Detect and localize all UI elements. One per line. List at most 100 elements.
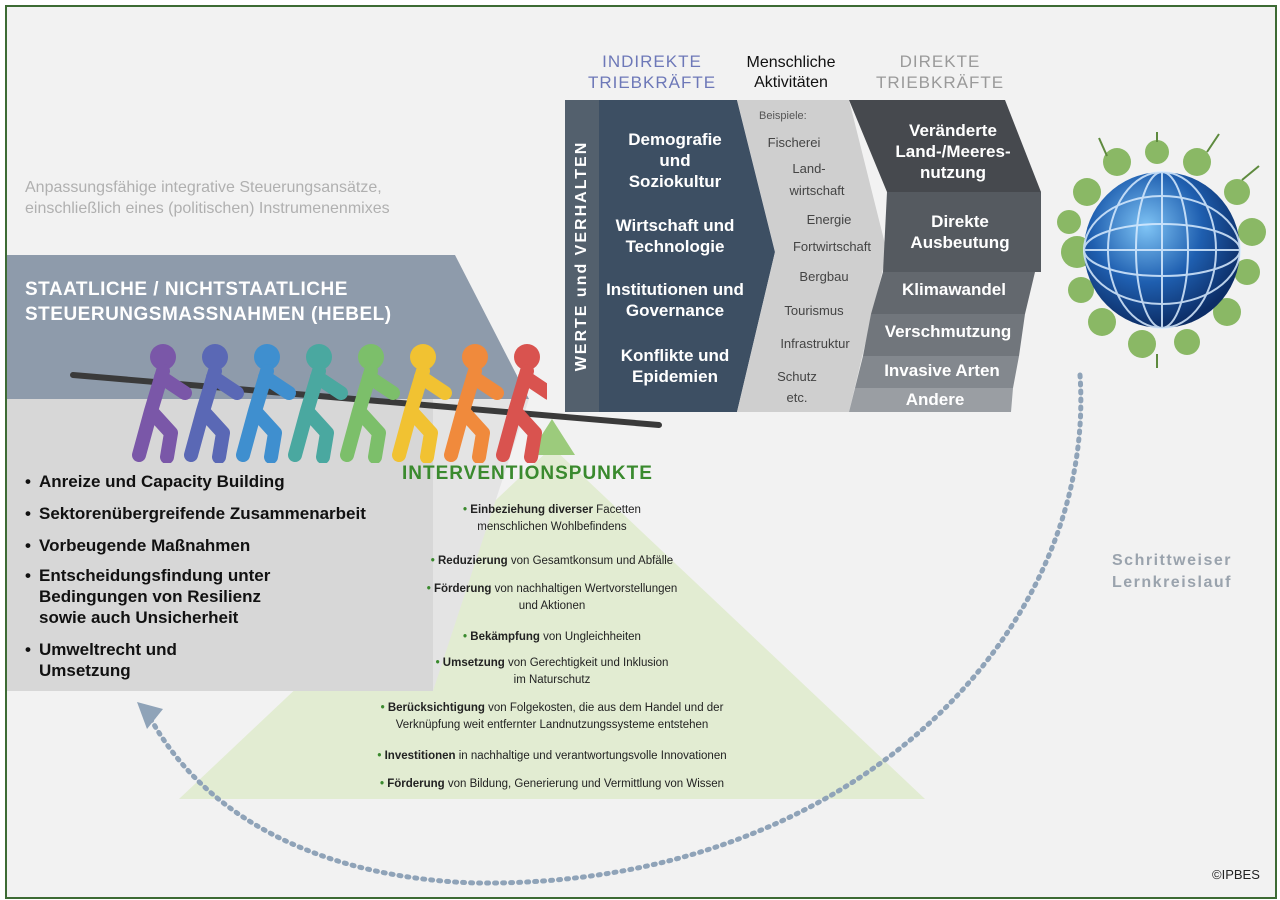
lever-item-text: Bedingungen von Resilienz [39,587,261,606]
human-activities-heading: Beispiele: [759,110,807,122]
lever-item-text: Anreize und Capacity Building [39,472,285,491]
lever-item-text: Umweltrecht und [39,640,177,659]
indirect-driver-text: Governance [625,301,725,320]
direct-driver-invasive-arten: Invasive Arten [857,360,1027,381]
bullet-dot: • [25,566,31,585]
intervention-item: • Berücksichtigung von Folgekosten, die … [332,700,772,734]
tug-of-war-figures [132,344,547,463]
learning-loop-arrowhead [137,702,163,729]
direct-driver-text: Land-/Meeres- [895,142,1011,161]
figure-body [288,364,348,463]
intervention-item-text: von Bildung, Generierung und Vermittlung… [444,778,725,790]
globe-illustration [1057,132,1266,368]
pulling-figure [496,344,547,463]
intervention-item-text: in nachhaltige und verantwortungsvolle I… [455,750,727,762]
example-item: Fischerei [767,135,821,150]
header-human-line1: Menschliche [746,54,836,71]
figure-head [462,344,488,370]
figure-body [392,364,452,463]
intervention-item-text: von nachhaltigen Wertvorstellungen [491,583,678,595]
direct-driver-ausbeutung: Direkte Ausbeutung [875,211,1045,253]
values-bar-bg [565,100,599,412]
figure-body [340,364,400,463]
indirect-driver-wirtschaft: Wirtschaft und Technologie [590,215,760,257]
direct-driver-text: Andere [905,390,965,409]
lever-panel-fade [433,399,529,691]
values-bar-label: WERTE und VERHALTEN [573,140,590,372]
direct-driver-text: nutzung [919,163,987,182]
bullet-dot: • [25,504,31,523]
intervention-item: • Umsetzung von Gerechtigkeit und Inklus… [332,655,772,689]
intervention-item: • Förderung von nachhaltigen Wertvorstel… [332,581,772,615]
figure-body [496,364,547,463]
pulling-figure [236,344,296,463]
intervention-item-bold: Berücksichtigung [387,702,485,714]
intervention-item-bold: Förderung [433,583,492,595]
figure-body [184,364,244,463]
pulling-figure [184,344,244,463]
direct-driver-text: Direkte [931,212,989,231]
pulling-figure [444,344,504,463]
pulling-figure [288,344,348,463]
direct-driver-text: Ausbeutung [910,233,1010,252]
indirect-chevron [599,100,775,412]
intervention-item: • Reduzierung von Gesamtkonsum und Abfäl… [332,553,772,570]
drivers-chevrons [565,100,1041,412]
header-direct: DIREKTE TRIEBKRÄFTE [875,51,1005,93]
intervention-item: • Investitionen in nachhaltige und veran… [332,748,772,765]
bullet-dot: • [377,750,385,762]
intervention-item-line2: menschlichen Wohlbefindens [477,521,627,533]
intervention-marker [529,419,575,455]
learning-loop-line1: Schrittweiser [1112,552,1232,569]
direct-chevron-4 [863,314,1025,356]
intervention-item-bold: Einbeziehung diverser [470,504,593,516]
intervention-item-text: von Gerechtigkeit und Inklusion [504,657,669,669]
figure-head [254,344,280,370]
figure-head [410,344,436,370]
indirect-driver-demografie: Demografie und Soziokultur [590,129,760,192]
example-item: Fortwirtschaft [792,239,871,254]
lever-item: • Entscheidungsfindung unter Bedingungen … [25,565,270,628]
direct-chevron-6 [849,388,1013,412]
header-indirect-line2: TRIEBKRÄFTE [587,73,717,92]
indirect-driver-text: und [659,151,691,170]
pulling-figure [132,344,192,463]
indirect-driver-text: Konflikte und [620,346,730,365]
intervention-item-text: Facetten [592,504,641,516]
bullet-dot: • [430,555,438,567]
header-indirect-line1: INDIREKTE [602,52,702,71]
copyright: ©IPBES [1212,867,1260,882]
figure-frame: INDIREKTE TRIEBKRÄFTE Menschliche Aktivi… [5,5,1277,899]
direct-driver-landnutzung: Veränderte Land-/Meeres- nutzung [868,120,1038,183]
direct-chevron-1 [849,100,1041,192]
figure-body [132,364,192,463]
example-item: Schutz [777,369,817,384]
human-chevron [737,100,887,412]
direct-driver-text: Invasive Arten [884,361,1000,380]
direct-chevron-5 [855,356,1019,388]
direct-driver-andere: Andere [850,389,1020,410]
lever-item-text: sowie auch Unsicherheit [39,608,239,627]
indirect-driver-text: Institutionen und [606,280,744,299]
intervention-item-line2: im Naturschutz [513,674,591,686]
intervention-pyramid [179,447,925,799]
intervention-item: • Bekämpfung von Ungleichheiten [332,629,772,646]
lever-item: •Anreize und Capacity Building [25,471,285,492]
figure-body [444,364,504,463]
governance-line2: einschließlich eines (politischen) Instr… [25,200,390,217]
direct-chevron-2 [883,192,1041,272]
governance-line1: Anpassungsfähige integrative Steuerungsa… [25,179,382,196]
indirect-driver-institutionen: Institutionen und Governance [590,279,760,321]
bullet-dot: • [463,631,471,643]
lever-item-text: Vorbeugende Maßnahmen [39,536,251,555]
header-human: Menschliche Aktivitäten [729,53,853,93]
levers-title-line2: STEUERUNGSMASSNAHMEN (HEBEL) [25,304,392,325]
intervention-item-line2: und Aktionen [518,600,586,612]
background-graphics [7,255,1084,886]
pulling-figure [392,344,452,463]
lever-item-text: Entscheidungsfindung unter [39,566,271,585]
intervention-item-bold: Förderung [387,778,445,790]
example-item: Land- [792,161,826,176]
intervention-item-line2: Verknüpfung weit entfernter Landnutzungs… [395,719,709,731]
direct-chevron-3 [871,272,1035,314]
